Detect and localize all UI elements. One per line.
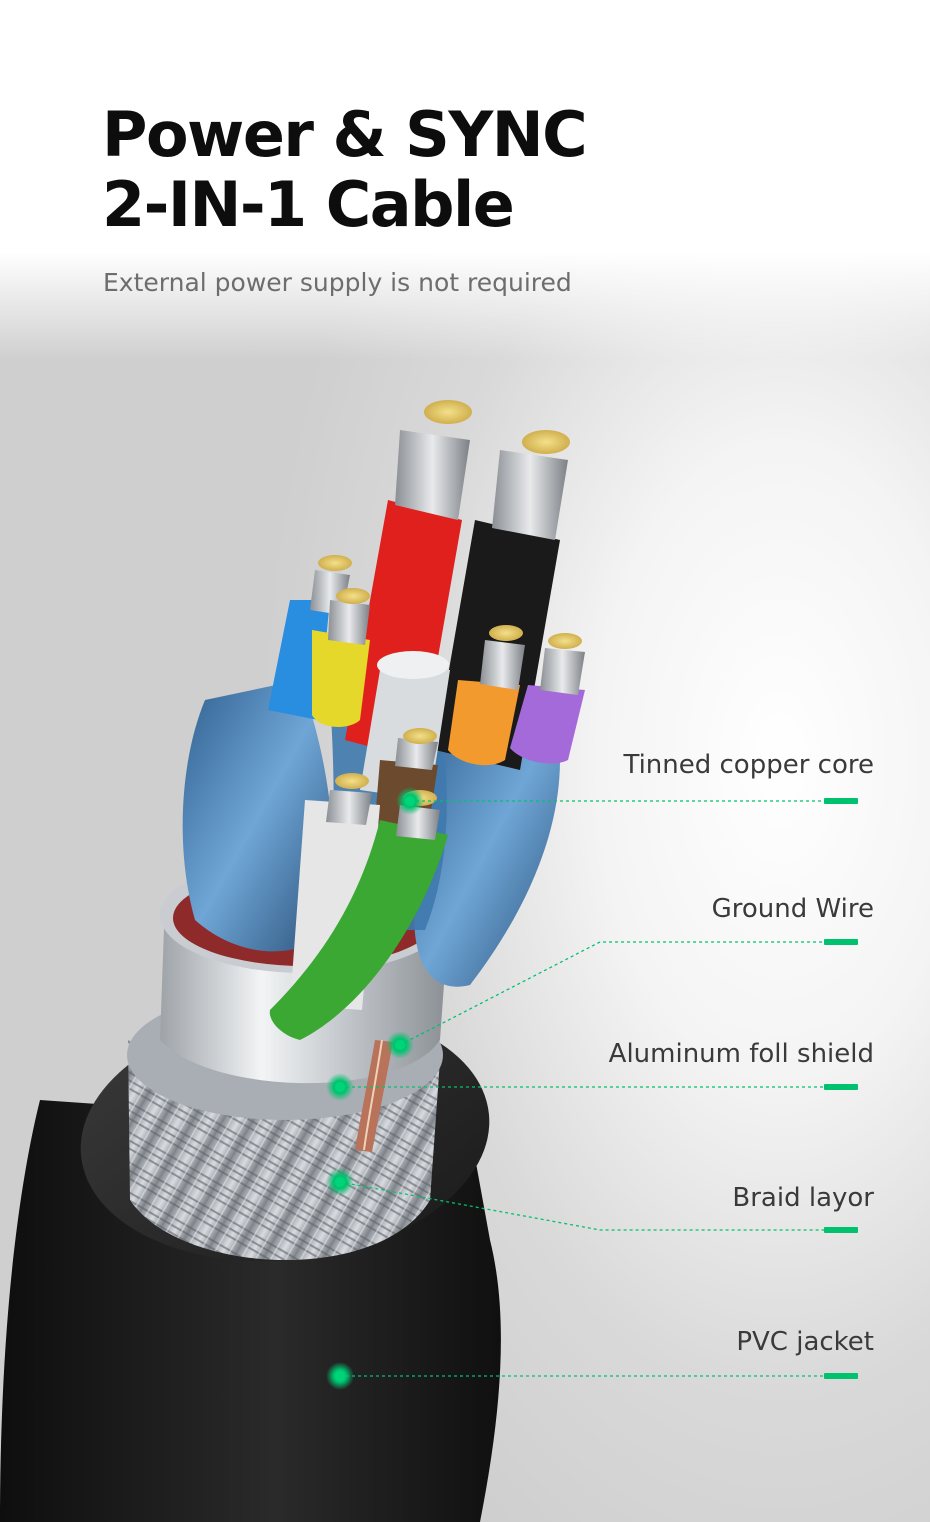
marker-ground-wire <box>824 939 858 945</box>
cable-cross-section-illustration <box>0 400 824 1522</box>
callout-dots <box>326 787 424 1390</box>
label-ground-wire: Ground Wire <box>711 894 874 924</box>
inner-wires <box>268 400 585 1040</box>
marker-aluminum-foil-shield <box>824 1084 858 1090</box>
marker-braid-layer <box>824 1227 858 1233</box>
page-subtitle: External power supply is not required <box>103 268 572 297</box>
marker-pvc-jacket <box>824 1373 858 1379</box>
label-tinned-copper-core: Tinned copper core <box>623 750 874 780</box>
label-pvc-jacket: PVC jacket <box>736 1327 874 1357</box>
marker-tinned-copper-core <box>824 798 858 804</box>
label-braid-layer: Braid layor <box>732 1183 874 1213</box>
page-title: Power & SYNC 2-IN-1 Cable <box>102 98 588 241</box>
ground-wire-shape <box>355 1039 393 1152</box>
title-line-1: Power & SYNC <box>102 98 588 171</box>
callout-lines <box>339 800 824 1377</box>
background-top-fade <box>0 0 930 360</box>
title-line-2: 2-IN-1 Cable <box>102 168 515 241</box>
label-aluminum-foil-shield: Aluminum foll shield <box>608 1039 874 1069</box>
